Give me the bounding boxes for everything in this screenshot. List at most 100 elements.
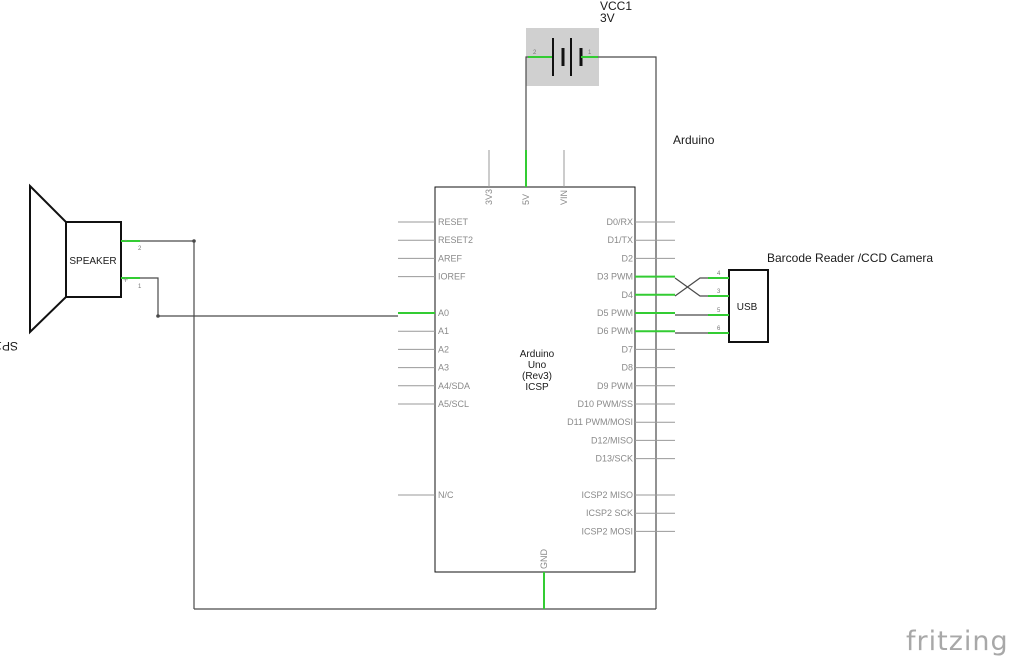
pin-a2[interactable]: A2 <box>398 344 449 354</box>
pin-label: N/C <box>438 490 454 500</box>
pin-label: AREF <box>438 253 463 263</box>
usb-pin-5[interactable]: 5 <box>708 308 729 316</box>
pin-reset[interactable]: RESET <box>398 217 469 227</box>
pin-label: D11 PWM/MOSI <box>567 417 633 427</box>
pin-d7[interactable]: D7 <box>621 344 675 354</box>
usb-pins: 4 3 5 6 <box>708 271 729 334</box>
pin-d11-pwm-mosi[interactable]: D11 PWM/MOSI <box>567 417 675 427</box>
pin-label: D5 PWM <box>597 308 633 318</box>
board-outline <box>434 186 636 573</box>
usb-pin-num: 3 <box>717 289 721 295</box>
arduino-label: Arduino <box>673 133 715 147</box>
pin-ioref[interactable]: IOREF <box>398 272 466 282</box>
pin-label: D8 <box>621 363 633 373</box>
wire-battery-to-ground-rail[interactable] <box>598 56 657 609</box>
usb-pin-6[interactable]: 6 <box>708 326 729 334</box>
pin-label: D9 PWM <box>597 381 633 391</box>
pin-aref[interactable]: AREF <box>398 253 463 263</box>
pin-n-c[interactable]: N/C <box>398 490 454 500</box>
pin-label: D12/MISO <box>591 435 633 445</box>
battery-pin-right-num: 1 <box>588 50 592 56</box>
pin-label: D2 <box>621 253 633 263</box>
speaker-pin-num-top: 2 <box>138 246 142 252</box>
board-name-line: Uno <box>528 360 547 371</box>
speaker-plus-sign: + <box>123 275 128 285</box>
pin-a5-scl[interactable]: A5/SCL <box>398 399 469 409</box>
pin-label: D3 PWM <box>597 272 633 282</box>
pin-icsp2-mosi[interactable]: ICSP2 MOSI <box>581 526 675 536</box>
pin-label: ICSP2 MOSI <box>581 526 633 536</box>
battery-name: VCC1 <box>600 0 632 13</box>
wire-speaker-plus-to-a0[interactable] <box>140 277 398 317</box>
pin-label: IOREF <box>438 272 466 282</box>
wire-d3-to-usb3[interactable] <box>674 277 708 297</box>
pin-label: RESET2 <box>438 235 473 245</box>
pin-d4[interactable]: D4 <box>621 290 675 300</box>
pin-label: D13/SCK <box>595 454 633 464</box>
board-name-line: Arduino <box>520 349 555 360</box>
pin-label: 5V <box>521 194 531 205</box>
pin-vin[interactable]: VIN <box>559 150 569 205</box>
pin-d5-pwm[interactable]: D5 PWM <box>597 308 675 318</box>
speaker-sp1[interactable]: SPEAKER - + 2 1 SP1 <box>0 183 142 353</box>
pin-d6-pwm[interactable]: D6 PWM <box>597 326 675 336</box>
board-name-line: ICSP <box>525 382 549 393</box>
pin-label: D1/TX <box>607 235 633 245</box>
pin-5v[interactable]: 5V <box>521 150 531 205</box>
pin-d1-tx[interactable]: D1/TX <box>607 235 675 245</box>
pin-label: A4/SDA <box>438 381 470 391</box>
pin-a4-sda[interactable]: A4/SDA <box>398 381 470 391</box>
speaker-body <box>65 221 122 298</box>
pin-label: D6 PWM <box>597 326 633 336</box>
usb-pin-3[interactable]: 3 <box>708 289 729 297</box>
usb-pin-4[interactable]: 4 <box>708 271 729 279</box>
pin-label: D4 <box>621 290 633 300</box>
pin-icsp2-sck[interactable]: ICSP2 SCK <box>586 508 675 518</box>
pin-label: D10 PWM/SS <box>577 399 633 409</box>
usb-pin-num: 4 <box>717 271 721 277</box>
pin-icsp2-miso[interactable]: ICSP2 MISO <box>581 490 675 500</box>
speaker-ref: SP1 <box>0 339 18 353</box>
pin-label: A5/SCL <box>438 399 469 409</box>
pin-d13-sck[interactable]: D13/SCK <box>595 454 675 464</box>
junction-dot-a0 <box>156 314 160 318</box>
battery-value: 3V <box>600 11 615 25</box>
pin-d2[interactable]: D2 <box>621 253 675 263</box>
pin-label: VIN <box>559 190 569 205</box>
usb-label: USB <box>737 302 758 313</box>
speaker-minus-sign: - <box>124 235 127 245</box>
pin-label: 3V3 <box>484 189 494 205</box>
pin-a0[interactable]: A0 <box>398 308 449 318</box>
pin-d8[interactable]: D8 <box>621 363 675 373</box>
board-name-line: (Rev3) <box>522 371 552 382</box>
wire-d4-to-usb4[interactable] <box>674 277 708 297</box>
pin-label: A3 <box>438 363 449 373</box>
speaker-label: SPEAKER <box>69 256 116 267</box>
battery-vcc1[interactable]: 2 1 VCC1 3V <box>526 0 632 86</box>
pin-label: ICSP2 SCK <box>586 508 633 518</box>
pin-d12-miso[interactable]: D12/MISO <box>591 435 675 445</box>
pin-d9-pwm[interactable]: D9 PWM <box>597 381 675 391</box>
wire-battery-to-5v[interactable] <box>525 56 528 150</box>
pin-3v3[interactable]: 3V3 <box>484 150 494 205</box>
pin-gnd[interactable]: GND <box>539 549 549 610</box>
pin-d3-pwm[interactable]: D3 PWM <box>597 272 675 282</box>
pin-reset2[interactable]: RESET2 <box>398 235 473 245</box>
usb-pin-num: 6 <box>717 326 721 332</box>
fritzing-logo: fritzing <box>906 626 1009 657</box>
pin-label: RESET <box>438 217 469 227</box>
pin-label: ICSP2 MISO <box>581 490 633 500</box>
pin-label: A0 <box>438 308 449 318</box>
wire-speaker-minus-to-ground[interactable] <box>140 240 195 609</box>
pin-a1[interactable]: A1 <box>398 326 449 336</box>
pin-d10-pwm-ss[interactable]: D10 PWM/SS <box>577 399 675 409</box>
pin-label: A2 <box>438 344 449 354</box>
pin-a3[interactable]: A3 <box>398 363 449 373</box>
usb-body <box>728 269 769 343</box>
pin-d0-rx[interactable]: D0/RX <box>606 217 675 227</box>
